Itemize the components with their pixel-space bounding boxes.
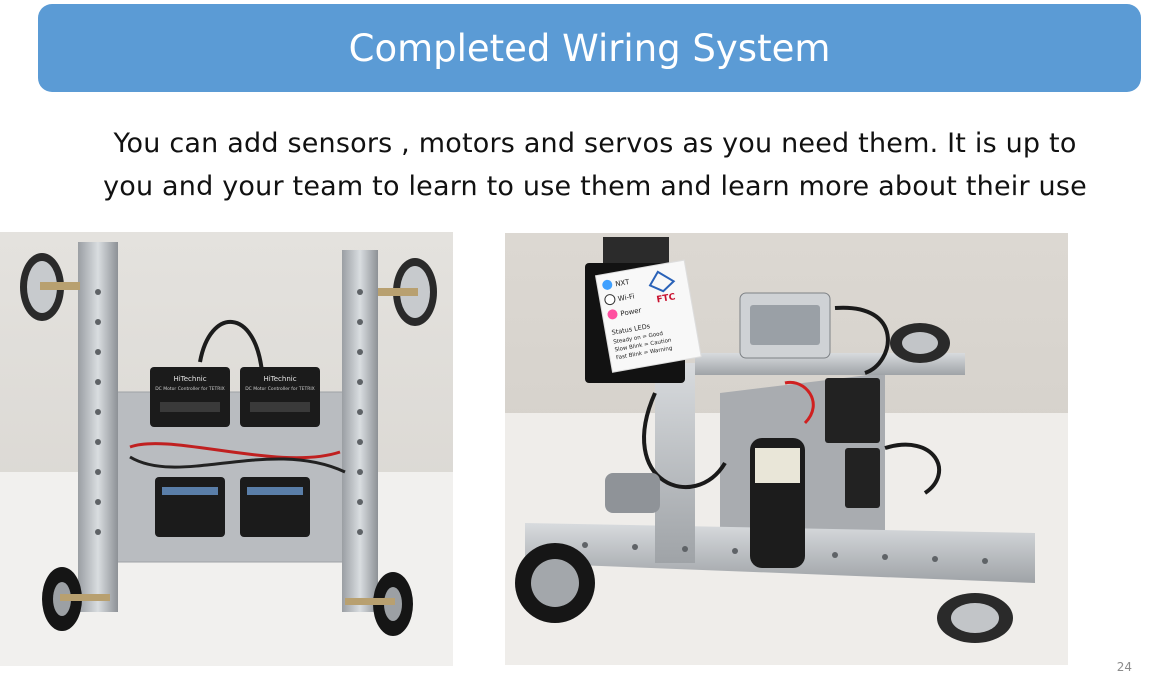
ftc-wifi-module: NXT Wi-Fi Power FTC Status LEDs Steady o…	[585, 237, 702, 383]
nxt-led-label: NXT	[615, 278, 631, 288]
left-rail	[78, 242, 118, 612]
axle-bottom-right	[345, 598, 395, 605]
power-led	[607, 309, 618, 320]
robot-front-photo: HiTechnic DC Motor Controller for TETRIX…	[0, 232, 453, 666]
controller-2-brand: HiTechnic	[263, 375, 296, 383]
motor-controller-2: HiTechnic DC Motor Controller for TETRIX	[240, 367, 320, 427]
cable-right	[884, 442, 942, 495]
nxt-led	[602, 279, 613, 290]
motor-controller-3	[155, 477, 225, 537]
omni-wheel-top	[890, 323, 950, 363]
cable-nxt	[834, 305, 890, 375]
ftc-logo-text: FTC	[656, 292, 677, 305]
power-led-label: Power	[620, 306, 642, 318]
black-wire	[129, 455, 346, 474]
drive-motor	[605, 473, 660, 513]
nxt-brick	[739, 292, 831, 359]
red-wire	[784, 380, 815, 425]
wifi-led-label: Wi-Fi	[617, 292, 635, 303]
slide-title: Completed Wiring System	[348, 26, 831, 70]
vertical-rail	[655, 363, 695, 563]
controller-2-name: DC Motor Controller for TETRIX	[245, 386, 315, 392]
servo-controller	[845, 448, 880, 508]
robot-side-photo: NXT Wi-Fi Power FTC Status LEDs Steady o…	[505, 233, 1068, 665]
motor-controller-4	[240, 477, 310, 537]
controller-ports	[162, 487, 303, 495]
motor-controller	[825, 378, 880, 443]
page-number: 24	[1116, 660, 1132, 674]
body-text: You can add sensors , motors and servos …	[40, 122, 1150, 208]
controller-1-brand: HiTechnic	[173, 375, 206, 383]
rail-holes	[95, 289, 363, 535]
controller-1-name: DC Motor Controller for TETRIX	[155, 386, 225, 392]
ftc-logo-mark	[648, 270, 676, 293]
title-bar: Completed Wiring System	[38, 4, 1141, 92]
cable-left	[642, 392, 727, 490]
right-rail	[342, 250, 378, 612]
body-line-1: You can add sensors , motors and servos …	[113, 128, 1077, 159]
cable-top	[198, 319, 264, 373]
axle-top-right	[378, 288, 418, 296]
axle-top-left	[40, 282, 80, 290]
axle-bottom-left	[60, 594, 110, 601]
omni-wheel-rear	[937, 593, 1013, 643]
robot-front-illustration: HiTechnic DC Motor Controller for TETRIX…	[0, 232, 453, 666]
body-line-2: you and your team to learn to use them a…	[103, 171, 1087, 202]
back-plate	[109, 391, 361, 563]
robot-side-illustration: NXT Wi-Fi Power FTC Status LEDs Steady o…	[505, 233, 1068, 665]
battery-label	[755, 448, 800, 483]
front-wheel	[515, 543, 595, 623]
red-wire	[129, 442, 341, 460]
wifi-led	[604, 294, 616, 306]
motor-controller-1: HiTechnic DC Motor Controller for TETRIX	[150, 367, 230, 427]
